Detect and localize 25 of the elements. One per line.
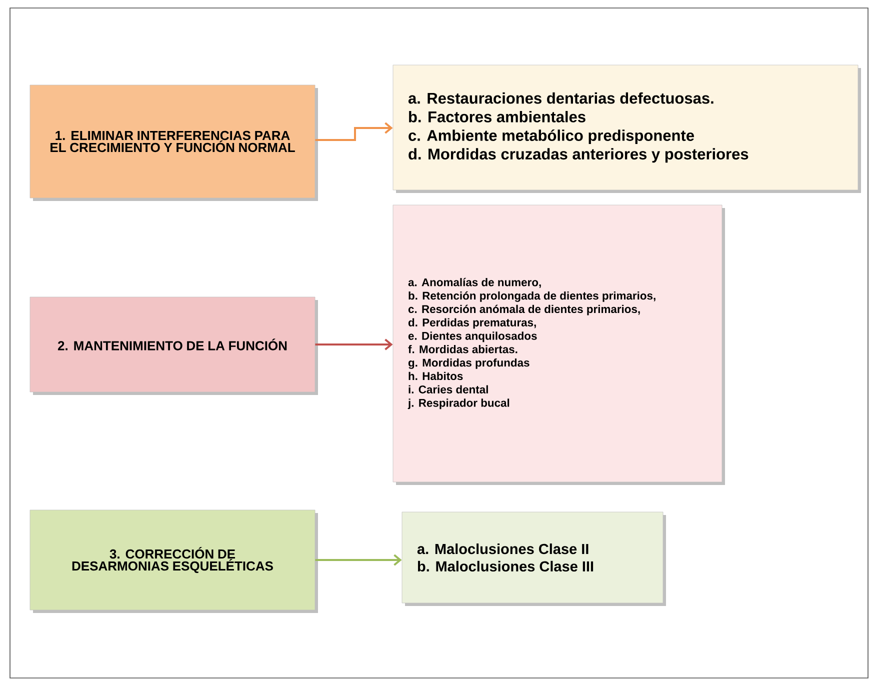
list-item: c. Resorción anómala de dientes primarios, — [408, 304, 640, 316]
list-item: f. Mordidas abiertas. — [408, 345, 518, 354]
list-box — [392, 204, 725, 485]
list-item: d. Mordidas cruzadas anteriores y posteriores — [408, 148, 748, 163]
list-item: i. Caries dental — [408, 385, 488, 394]
list-item: c. Ambiente metabólico predisponente — [408, 129, 694, 144]
list-item: j. Respirador bucal — [408, 398, 510, 410]
list-item: a. Restauraciones dentarias defectuosas. — [408, 92, 714, 104]
list-item: e. Dientes anquilosados — [408, 332, 537, 342]
list-item: a. Maloclusiones Clase II — [417, 543, 588, 554]
arrow — [315, 338, 393, 350]
list-item: b. Factores ambientales — [409, 110, 586, 122]
list-item: b. Retención prolongada de dientes primarios, — [408, 291, 656, 302]
category-box: 2. MANTENIMIENTO DE LA FUNCIÓN — [30, 296, 318, 395]
arrow — [315, 122, 393, 141]
list-box — [402, 512, 666, 606]
list-item: d. Perdidas prematuras, — [408, 318, 536, 329]
list-item: b. Maloclusiones Clase III — [418, 560, 594, 572]
category-box: 1. ELIMINAR INTERFERENCIAS PARA EL CRECIMIENTO Y FUNCIÓN NORMAL — [30, 84, 318, 201]
list-item: h. Habitos — [408, 372, 463, 380]
list-box — [392, 64, 861, 193]
list-item: g. Mordidas profundas — [408, 358, 530, 369]
arrow — [315, 554, 402, 566]
list-item: a. Anomalías de numero, — [408, 278, 541, 288]
category-box: 3. CORRECCIÓN DE DESARMONIAS ESQUELÉTICAS — [30, 510, 318, 613]
